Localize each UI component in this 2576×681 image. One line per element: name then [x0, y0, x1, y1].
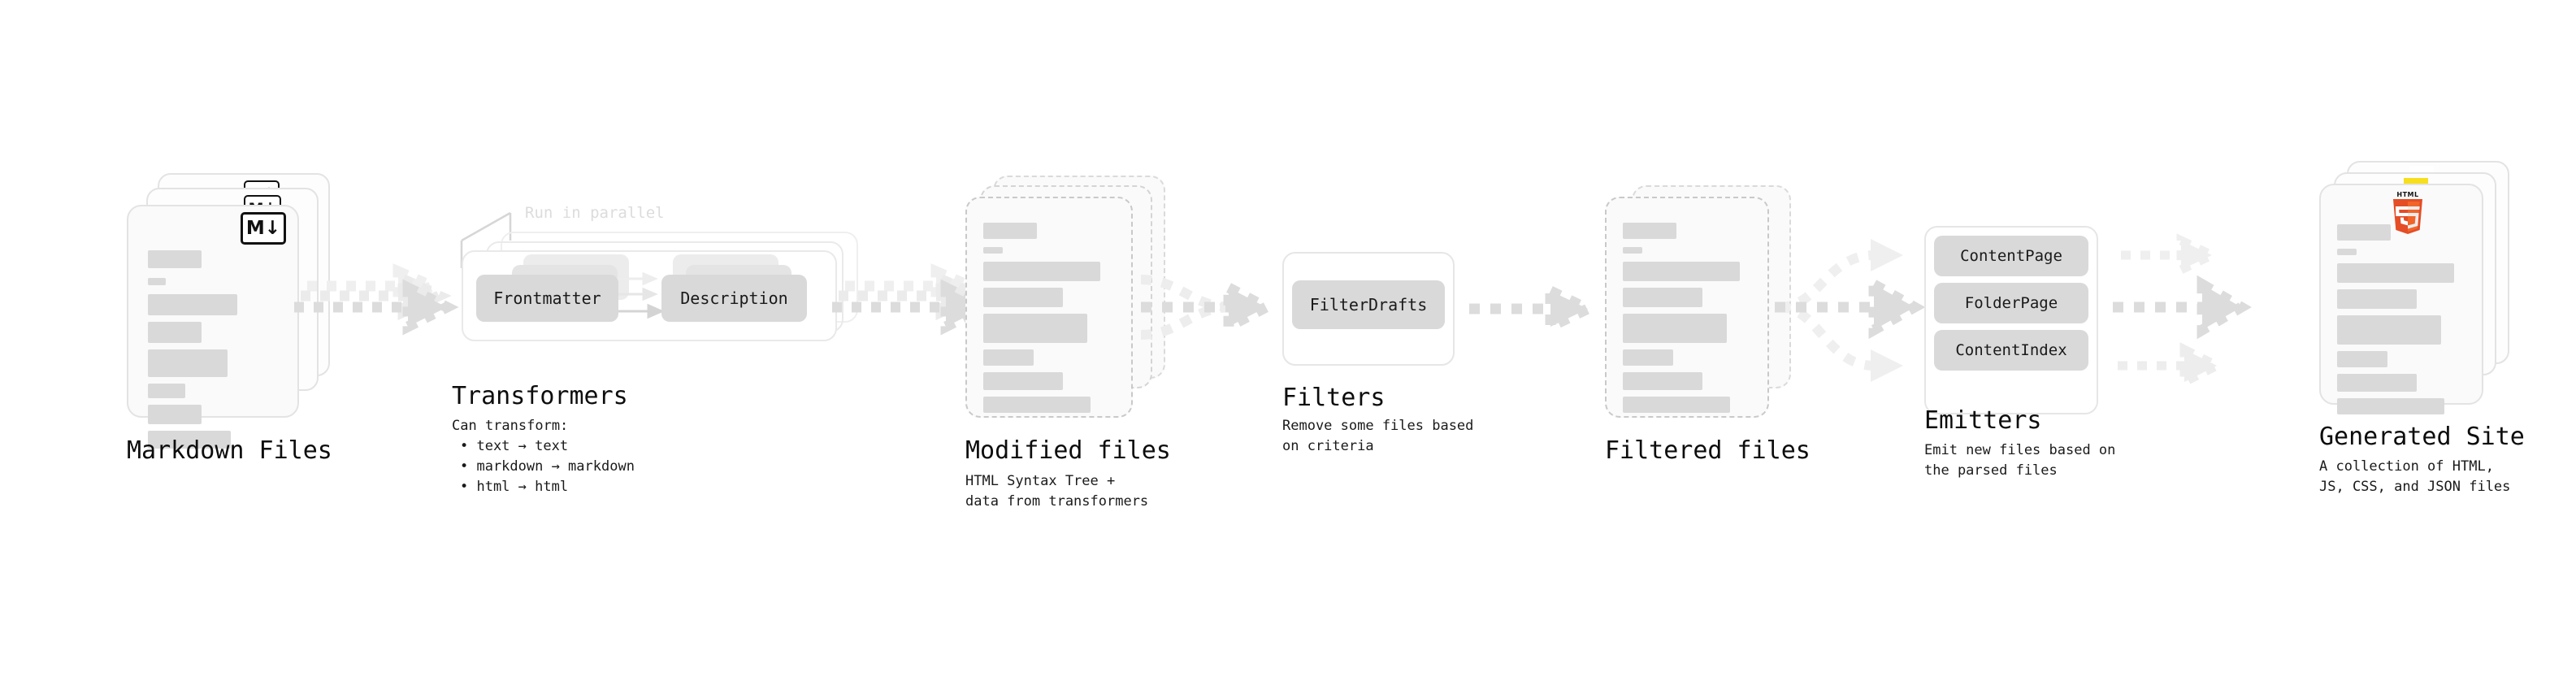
placeholder-line — [148, 405, 202, 424]
placeholder-line — [2337, 224, 2391, 241]
stage-title-filtered-files: Filtered files — [1605, 436, 1811, 465]
stage-title-generated-site: Generated Site — [2319, 423, 2525, 451]
placeholder-line — [2337, 398, 2444, 414]
placeholder-line — [1623, 314, 1727, 343]
transformers-bullet-item: • markdown → markdown — [460, 458, 635, 475]
run-in-parallel-label: Run in parallel — [525, 204, 665, 222]
arrow-emitters-to-site — [2113, 233, 2252, 389]
filter-pill-filterdrafts[interactable]: FilterDrafts — [1292, 280, 1445, 329]
arrow-filtered-to-emitters — [1775, 239, 1926, 382]
placeholder-line — [148, 322, 202, 343]
emitter-pill-contentindex[interactable]: ContentIndex — [1934, 330, 2088, 371]
placeholder-line — [1623, 247, 1642, 254]
placeholder-line — [983, 314, 1087, 343]
placeholder-line — [1623, 223, 1676, 239]
transformers-bullet-item: • html → html — [460, 479, 569, 495]
filtered-card-front — [1605, 197, 1769, 418]
placeholder-line — [148, 431, 231, 449]
transformers-subtitle-heading: Can transform: — [452, 418, 569, 434]
placeholder-line — [1623, 288, 1702, 307]
stage-title-emitters: Emitters — [1924, 406, 2042, 435]
placeholder-line — [2337, 249, 2357, 255]
arrow-filters-to-filtered — [1469, 282, 1601, 336]
modified-card-front — [965, 197, 1133, 418]
placeholder-line — [148, 384, 185, 398]
arrow-modified-to-filters — [1140, 275, 1278, 340]
emitters-subtitle: Emit new files based on the parsed files — [1924, 442, 2116, 479]
placeholder-line — [2337, 263, 2454, 283]
emitter-pill-contentpage[interactable]: ContentPage — [1934, 236, 2088, 276]
placeholder-line — [2337, 351, 2387, 367]
placeholder-line — [1623, 349, 1673, 366]
transformer-pill-description[interactable]: Description — [661, 275, 807, 322]
placeholder-line — [148, 278, 166, 285]
placeholder-line — [983, 223, 1037, 239]
transformers-bullet-item: • text → text — [460, 438, 569, 454]
arrow-md-to-transformers — [294, 263, 459, 336]
placeholder-line — [983, 288, 1063, 307]
placeholder-line — [983, 262, 1100, 281]
placeholder-line — [983, 397, 1091, 413]
modified-files-subtitle: HTML Syntax Tree + data from transformer… — [965, 473, 1149, 510]
stage-title-filters: Filters — [1282, 384, 1386, 412]
html5-icon: HTML — [2391, 191, 2425, 234]
html5-icon-label: HTML — [2396, 191, 2419, 198]
placeholder-line — [148, 349, 228, 377]
stage-title-modified-files: Modified files — [965, 436, 1171, 465]
placeholder-line — [1623, 262, 1740, 281]
placeholder-line — [1623, 372, 1702, 390]
placeholder-line — [2337, 374, 2417, 392]
stage-title-markdown-files: Markdown Files — [127, 436, 332, 465]
transformers-bullet-list: • text → text • markdown → markdown • ht… — [460, 436, 635, 497]
placeholder-line — [2337, 315, 2441, 345]
generated-site-subtitle: A collection of HTML, JS, CSS, and JSON … — [2319, 458, 2511, 495]
markdown-icon: M↓ — [241, 212, 286, 245]
placeholder-line — [983, 372, 1063, 390]
filters-subtitle: Remove some files based on criteria — [1282, 418, 1474, 454]
emitter-pill-folderpage[interactable]: FolderPage — [1934, 283, 2088, 323]
placeholder-line — [983, 349, 1034, 366]
stage-title-transformers: Transformers — [452, 382, 628, 410]
placeholder-line — [2337, 289, 2417, 309]
transformer-pill-frontmatter[interactable]: Frontmatter — [476, 275, 618, 322]
placeholder-line — [1623, 397, 1730, 413]
placeholder-line — [148, 250, 202, 268]
placeholder-line — [148, 294, 237, 315]
placeholder-line — [983, 247, 1003, 254]
